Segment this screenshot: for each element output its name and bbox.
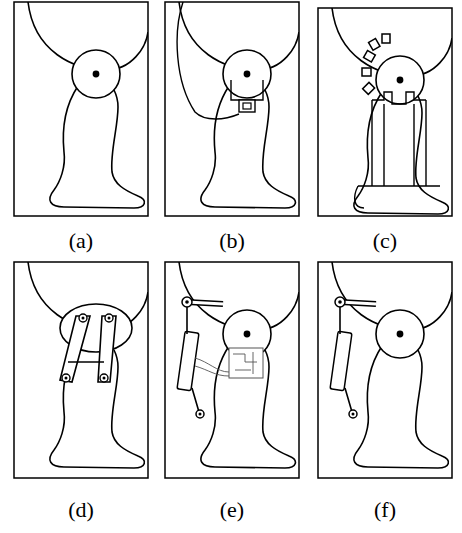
panel-label: (e) [220,499,244,521]
panel-f [318,262,452,478]
panel-label: (d) [68,499,94,521]
panel-c [318,8,452,216]
panel-label: (a) [69,230,93,252]
panel-b [165,2,299,216]
panel-label: (b) [219,230,245,252]
panel-e [165,262,299,478]
panel-d [14,262,148,478]
panel-a [14,2,148,216]
panel-label: (c) [373,230,397,252]
panel-label: (f) [374,499,396,521]
